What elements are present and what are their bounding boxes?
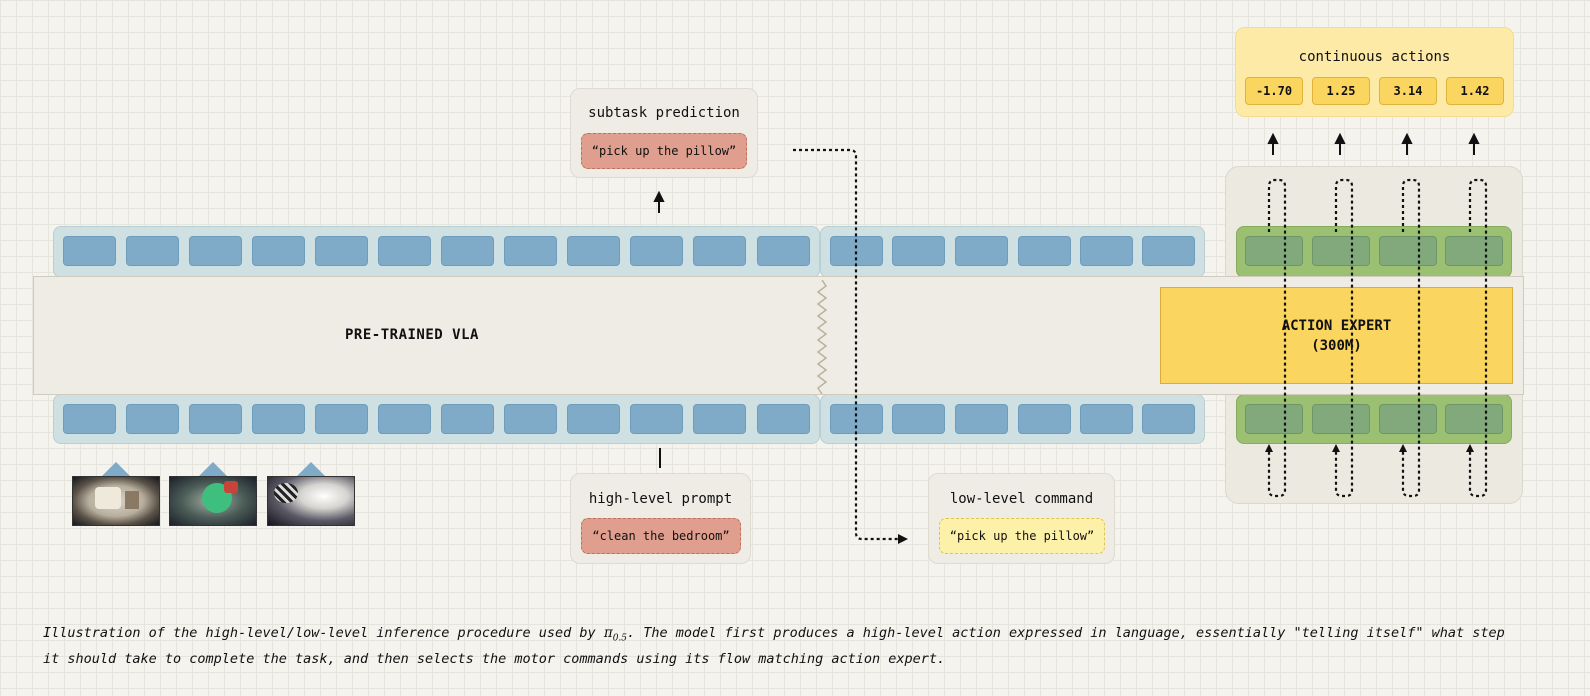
camera-pointer (199, 462, 227, 476)
input-token (1018, 236, 1071, 266)
input-token (441, 404, 494, 434)
input-token (1080, 236, 1133, 266)
action-output-arrows (1267, 132, 1480, 155)
input-token (63, 404, 116, 434)
action-value: 1.25 (1312, 77, 1370, 105)
input-token (830, 404, 883, 434)
input-token (315, 236, 368, 266)
input-token (830, 236, 883, 266)
high-level-text: “clean the bedroom” (581, 518, 741, 554)
figure-caption: Illustration of the high-level/low-level… (43, 623, 1523, 669)
input-token (955, 404, 1008, 434)
continuous-actions-title: continuous actions (1298, 49, 1451, 65)
subtask-prediction-card: subtask prediction “pick up the pillow” (570, 88, 758, 178)
input-token (892, 404, 945, 434)
action-value: -1.70 (1245, 77, 1303, 105)
input-token (1018, 404, 1071, 434)
input-token (757, 404, 810, 434)
camera-image-1 (72, 476, 160, 526)
input-token (630, 404, 683, 434)
action-expert-box: ACTION EXPERT (300M) (1160, 287, 1513, 384)
camera-image-3 (267, 476, 355, 526)
action-expert-label: ACTION EXPERT (1281, 317, 1392, 334)
input-token (630, 236, 683, 266)
action-expert-size: (300M) (1311, 337, 1362, 354)
action-token (1245, 404, 1303, 434)
input-token (252, 404, 305, 434)
input-token (1142, 236, 1195, 266)
action-value: 3.14 (1379, 77, 1437, 105)
action-value: 1.42 (1446, 77, 1504, 105)
subtask-up-arrow (653, 190, 665, 213)
input-token (504, 404, 557, 434)
continuous-actions-panel: continuous actions -1.70 1.25 3.14 1.42 (1235, 27, 1514, 117)
subtask-text: “pick up the pillow” (581, 133, 747, 169)
top-token-panel-left (53, 226, 820, 278)
input-token (567, 404, 620, 434)
high-level-prompt-card: high-level prompt “clean the bedroom” (570, 473, 751, 564)
action-token (1312, 236, 1370, 266)
input-token (189, 236, 242, 266)
caption-before: Illustration of the high-level/low-level… (43, 625, 604, 641)
action-token (1379, 404, 1437, 434)
input-token (693, 236, 746, 266)
input-token (252, 236, 305, 266)
input-token (126, 236, 179, 266)
input-token (892, 236, 945, 266)
low-level-text: “pick up the pillow” (939, 518, 1105, 554)
action-token (1312, 404, 1370, 434)
camera-pointer (102, 462, 130, 476)
action-token (1245, 236, 1303, 266)
pi-symbol: π0.5 (603, 625, 628, 644)
input-token (315, 404, 368, 434)
input-token (1080, 404, 1133, 434)
input-token (189, 404, 242, 434)
input-token (567, 236, 620, 266)
high-level-title: high-level prompt (588, 491, 733, 507)
bottom-token-panel-left (53, 394, 820, 444)
input-token (1142, 404, 1195, 434)
input-token (441, 236, 494, 266)
input-token (378, 236, 431, 266)
action-token (1379, 236, 1437, 266)
camera-image-2 (169, 476, 257, 526)
action-token (1445, 404, 1503, 434)
input-token (63, 236, 116, 266)
subtask-title: subtask prediction (588, 105, 740, 121)
camera-pointer (297, 462, 325, 476)
vla-label: PRE-TRAINED VLA (345, 327, 479, 343)
input-token (955, 236, 1008, 266)
input-token (693, 404, 746, 434)
input-token (126, 404, 179, 434)
input-token (378, 404, 431, 434)
action-token (1445, 236, 1503, 266)
input-token (757, 236, 810, 266)
low-level-command-card: low-level command “pick up the pillow” (928, 473, 1115, 564)
input-token (504, 236, 557, 266)
caption-after: . The model first produces a high-level … (43, 625, 1505, 667)
low-level-title: low-level command (949, 491, 1094, 507)
